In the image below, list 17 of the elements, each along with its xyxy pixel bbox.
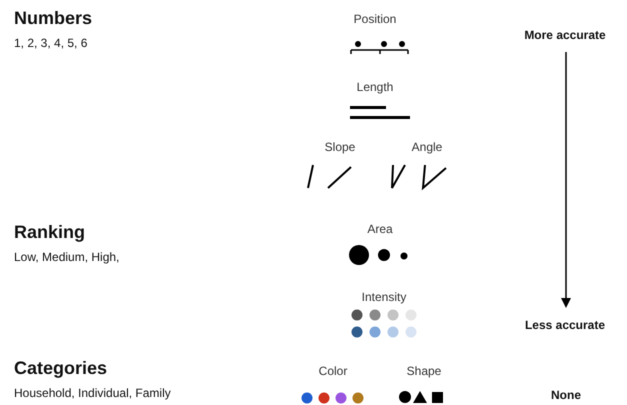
heading: Numbers — [14, 8, 92, 29]
number-examples: 1, 2, 3, 4, 5, 6 — [14, 36, 88, 50]
heading: Categories — [14, 358, 108, 379]
scale-label: Slope — [324, 140, 356, 154]
scale-end-label: More accurate — [524, 28, 606, 42]
scale-label: Angle — [412, 140, 442, 154]
scale-label: Length — [356, 80, 394, 94]
scale-label: Color — [318, 364, 348, 378]
category-examples: Household, Individual, Family — [14, 386, 171, 400]
scale-end-label: Less accurate — [524, 318, 606, 332]
ranking-examples: Low, Medium, High, — [14, 250, 120, 264]
scale-end-label: None — [551, 388, 581, 402]
heading: Ranking — [14, 222, 86, 243]
scale-label: Shape — [406, 364, 442, 378]
scale-label: Position — [354, 12, 396, 26]
scale-label: Intensity — [362, 290, 406, 304]
scale-label: Area — [367, 222, 393, 236]
